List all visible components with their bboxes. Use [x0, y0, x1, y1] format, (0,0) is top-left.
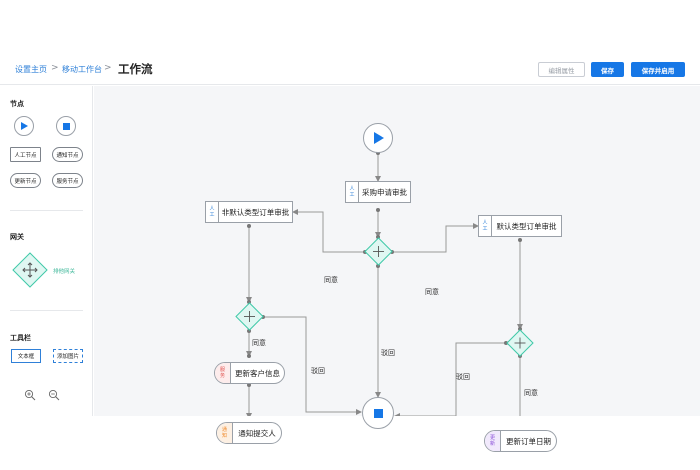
- end-node[interactable]: [362, 397, 394, 429]
- breadcrumb-separator: >: [104, 63, 112, 73]
- gateway-diamond-icon: [235, 302, 264, 331]
- stop-icon: [373, 408, 383, 418]
- flow-connections: [246, 151, 523, 416]
- edge-label-agree-left: 同意: [324, 276, 338, 284]
- gateway-right[interactable]: [506, 329, 534, 357]
- textbox-tool[interactable]: 文本框: [11, 349, 41, 363]
- task-update-customer-info[interactable]: 服务 更新客户信息: [214, 362, 285, 384]
- zoom-in-icon[interactable]: [24, 389, 36, 401]
- edge-label-reject-center: 驳回: [381, 349, 395, 357]
- stop-icon: [62, 122, 70, 130]
- breadcrumb-mobile-workbench[interactable]: 移动工作台: [62, 65, 102, 74]
- add-image-tool[interactable]: 添加图片: [53, 349, 83, 363]
- notify-tag: 通知: [217, 423, 233, 443]
- edge-label-agree-right-down: 同意: [524, 389, 538, 397]
- zoom-out-icon[interactable]: [48, 389, 60, 401]
- start-node-tool[interactable]: [14, 116, 34, 136]
- page-title: 工作流: [118, 62, 153, 76]
- gateway-section-title: 网关: [10, 233, 24, 241]
- gateway-diamond-icon: [364, 237, 393, 266]
- divider: [10, 310, 83, 311]
- task-purchase-approval[interactable]: 人工 采购申请审批: [345, 181, 411, 203]
- task-label: 更新订单日期: [506, 436, 551, 446]
- edge-label-agree-left-down: 同意: [252, 339, 266, 347]
- palette-sidebar: 节点 人工节点 通知节点 更新节点 服务节点 网关 排他网关 工具栏 文本框: [0, 86, 93, 416]
- task-label: 通知提交人: [238, 428, 276, 438]
- task-notify-submitter[interactable]: 通知 通知提交人: [216, 422, 282, 444]
- notify-node-tool[interactable]: 通知节点: [52, 147, 83, 162]
- edge-reject-right: [394, 342, 506, 416]
- gateway-left[interactable]: [235, 302, 264, 331]
- breadcrumb-settings-home[interactable]: 设置主页: [15, 65, 47, 74]
- edge-label-agree-right: 同意: [425, 288, 439, 296]
- gateway-center[interactable]: [364, 237, 393, 266]
- manual-node-tool[interactable]: 人工节点: [10, 147, 41, 162]
- nodes-section-title: 节点: [10, 100, 24, 108]
- task-label: 采购申请审批: [362, 187, 407, 197]
- edge-label-reject-right: 驳回: [456, 373, 470, 381]
- manual-tag: 人工: [346, 182, 359, 202]
- gateway-diamond-icon: [506, 329, 534, 357]
- divider: [10, 210, 83, 211]
- edge-reject-left: [263, 316, 362, 415]
- task-label: 更新客户信息: [235, 368, 280, 378]
- task-label: 非默认类型订单审批: [221, 207, 290, 217]
- service-tag: 服务: [215, 363, 231, 383]
- task-label: 默认类型订单审批: [496, 221, 557, 231]
- edit-properties-button[interactable]: 编辑属性: [538, 62, 585, 77]
- update-tag: 更新: [485, 431, 501, 451]
- task-update-order-date[interactable]: 更新 更新订单日期: [484, 430, 557, 452]
- play-icon: [21, 122, 28, 130]
- toolbar-section-title: 工具栏: [10, 334, 31, 342]
- manual-tag: 人工: [206, 202, 219, 222]
- service-node-tool[interactable]: 服务节点: [52, 173, 83, 188]
- save-button[interactable]: 保存: [591, 62, 624, 77]
- edge-agree-left: [292, 209, 365, 253]
- start-node[interactable]: [363, 123, 393, 153]
- flow-canvas[interactable]: 人工 采购申请审批 人工 非默认类型订单审批 人工 默认类型订单审批 服务 更新…: [94, 86, 700, 452]
- task-default-order-approval[interactable]: 人工 默认类型订单审批: [478, 215, 562, 237]
- edge-agree-right: [392, 223, 479, 253]
- gateway-diamond-icon: [12, 252, 48, 288]
- exclusive-gateway-label: 排他网关: [53, 269, 76, 275]
- edge-label-reject-left: 驳回: [311, 367, 325, 375]
- header: 设置主页 > 移动工作台 > 工作流 编辑属性 保存 保存并启用: [0, 51, 700, 85]
- breadcrumb-separator: >: [51, 63, 59, 73]
- end-node-tool[interactable]: [56, 116, 76, 136]
- task-non-default-order-approval[interactable]: 人工 非默认类型订单审批: [205, 201, 293, 223]
- exclusive-gateway-tool[interactable]: [12, 252, 48, 288]
- save-and-enable-button[interactable]: 保存并启用: [631, 62, 685, 77]
- play-icon: [373, 132, 384, 144]
- update-node-tool[interactable]: 更新节点: [10, 173, 41, 188]
- manual-tag: 人工: [479, 216, 492, 236]
- workflow-editor: 设置主页 > 移动工作台 > 工作流 编辑属性 保存 保存并启用 节点 人工节点…: [0, 51, 700, 452]
